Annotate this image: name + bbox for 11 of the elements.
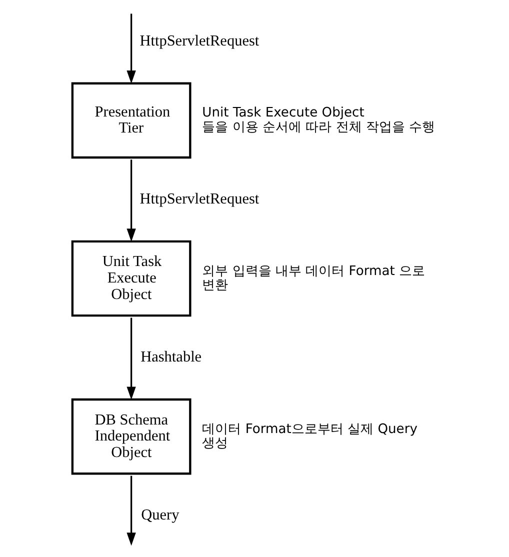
edge-label: Query bbox=[141, 506, 180, 524]
edge-label: Hashtable bbox=[140, 348, 202, 366]
arrow bbox=[126, 318, 136, 400]
node-label: 데이터 Format으로부터 실제 Query 생성 bbox=[202, 422, 418, 452]
node-label: Unit Task Execute Object 들을 이용 순서에 따라 전체 작업을 수행 bbox=[202, 106, 436, 135]
arrow bbox=[126, 160, 136, 242]
arrow bbox=[126, 14, 136, 84]
edge-label: HttpServletRequest bbox=[140, 32, 260, 50]
edge-label: HttpServletRequest bbox=[140, 190, 260, 208]
arrow bbox=[126, 476, 136, 546]
node-label: 외부 입력을 내부 데이터 Format 으로 변환 bbox=[202, 264, 426, 293]
